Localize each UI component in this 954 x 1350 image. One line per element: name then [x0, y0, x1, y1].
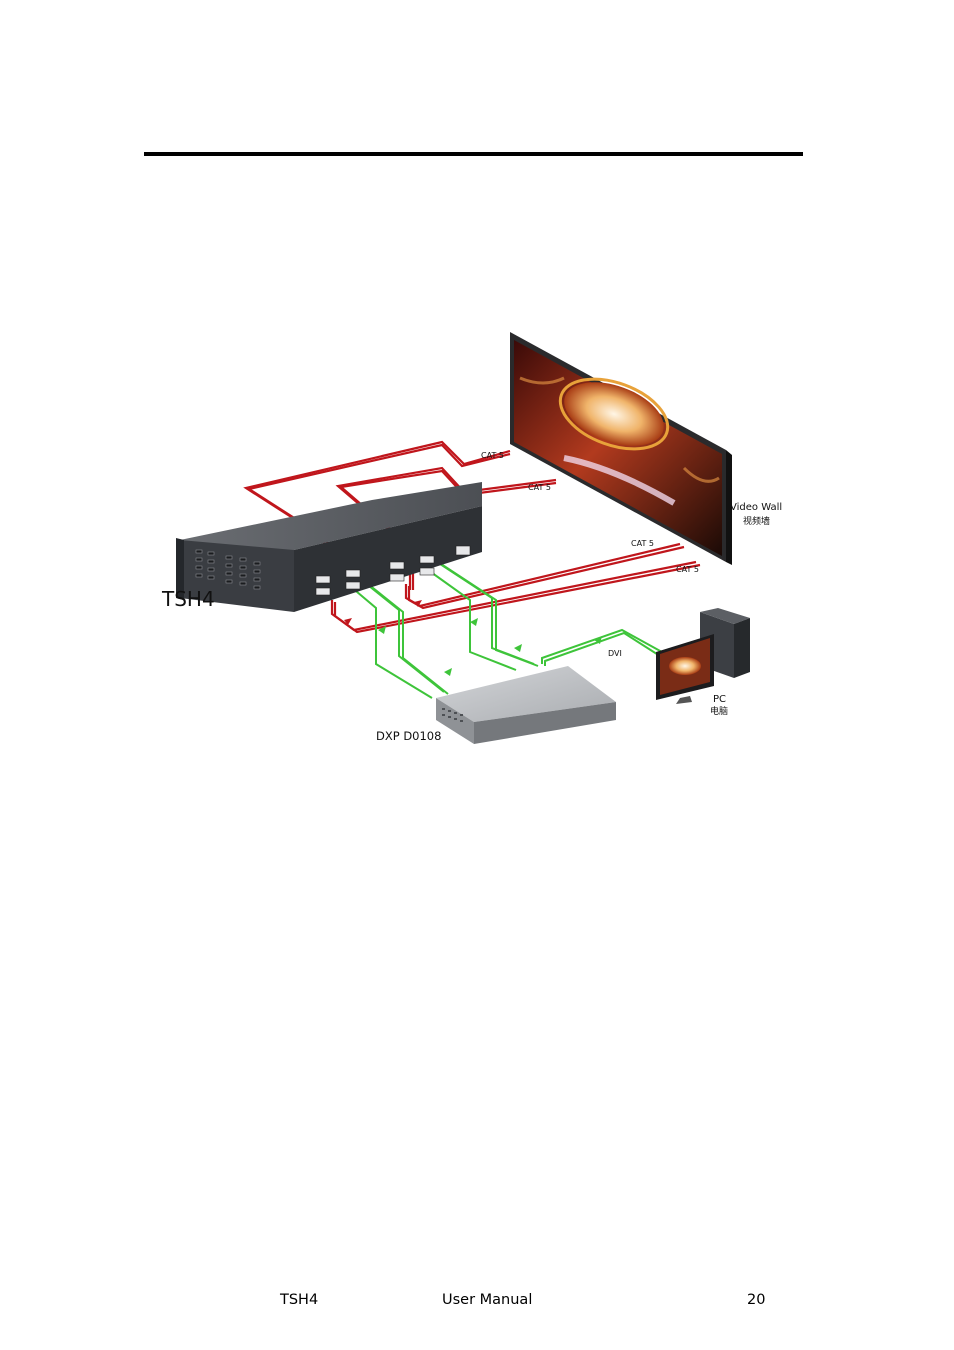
label-video-wall-cn: 视频墙	[743, 515, 770, 527]
dxp-device	[436, 666, 616, 744]
label-dxp: DXP D0108	[376, 729, 441, 743]
video-wall	[510, 332, 732, 565]
label-cat5-3: CAT 5	[631, 539, 654, 548]
pc-computer	[656, 608, 750, 704]
footer-product-name: TSH4	[280, 1292, 319, 1308]
label-cat5-4: CAT 5	[676, 565, 699, 574]
dvi-cables	[349, 559, 663, 699]
label-tsh4: TSH4	[161, 587, 215, 611]
connection-diagram: TSH4 DXP D0108 Video Wall 视频墙 PC 电脑 DVI …	[161, 332, 782, 744]
diagram-labels: TSH4 DXP D0108 Video Wall 视频墙 PC 电脑 DVI …	[161, 451, 782, 743]
label-cat5-1: CAT 5	[481, 451, 504, 460]
dvi-arrows	[378, 618, 602, 676]
footer-document-title: User Manual	[442, 1292, 533, 1308]
footer-page-number: 20	[747, 1292, 766, 1308]
label-dvi: DVI	[608, 649, 622, 658]
header-rule	[144, 152, 803, 156]
label-video-wall: Video Wall	[730, 502, 782, 513]
label-pc-cn: 电脑	[710, 705, 728, 717]
label-cat5-2: CAT 5	[528, 483, 551, 492]
label-pc: PC	[713, 694, 726, 705]
tsh4-device	[176, 482, 482, 612]
